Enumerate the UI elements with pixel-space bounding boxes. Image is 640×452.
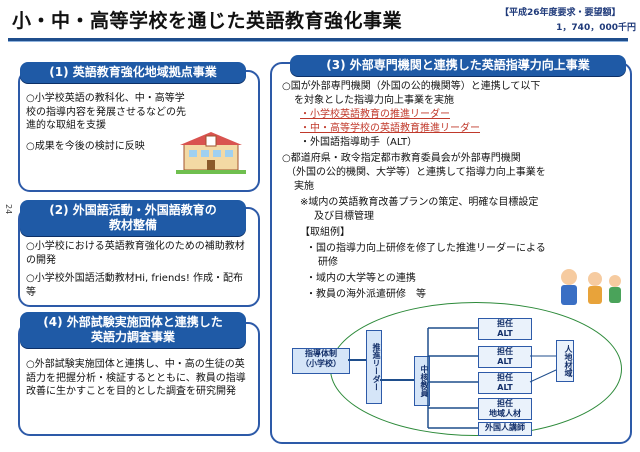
header-rule — [8, 38, 628, 41]
section1-item-2: ○成果を今後の検討に反映 — [26, 141, 145, 152]
side-page-mark: 24 — [4, 204, 13, 215]
section4-line-5: ・外国語指導助手（ALT） — [300, 137, 418, 148]
section4-line-4: ・中・高等学校の英語教育推進リーダー — [300, 123, 480, 134]
section4-line-10: 及び目標管理 — [314, 211, 374, 222]
section2-title-line1: (2) 外国語活動・外国語教育の — [49, 203, 217, 217]
header-rule-thin — [8, 41, 628, 42]
section4-line-7: （外国の公的機関、大学等）と連携して指導力向上事業を — [286, 167, 546, 178]
section4-line-2: を対象とした指導力向上事業を実施 — [294, 95, 454, 106]
diagram-box-1: 担任 ALT — [478, 318, 532, 340]
section1-item-1: ○小学校英語の教科化、中・高等学校の指導内容を発展させるなどの先進的な取組を支援 — [26, 93, 186, 131]
diagram-connectors — [348, 327, 557, 429]
section4-line-8: 実施 — [294, 181, 314, 192]
section4-line-9: ※域内の英語教育改善プランの策定、明確な目標設定 — [300, 197, 539, 208]
diagram-leader-box: 推進リーダー — [366, 330, 382, 404]
diagram-teacher-box: 中核教員 — [414, 356, 430, 406]
section2-item-2: ○小学校外国語活動教材Hi, friends! 作成・配布 等 — [26, 273, 263, 298]
budget-block: 【平成26年度要求・要望額】 1，740，000千円 — [500, 6, 636, 36]
diagram-box-2: 担任 ALT — [478, 346, 532, 368]
section3-title-line2: 英語力調査事業 — [90, 330, 175, 344]
section4-line-11: 【取組例】 — [300, 227, 350, 238]
budget-label: 【平成26年度要求・要望額】 — [500, 8, 621, 18]
page-title: 小・中・高等学校を通じた英語教育強化事業 — [12, 10, 403, 32]
section4-line-3: ・小学校英語教育の推進リーダー — [300, 109, 450, 120]
budget-amount: 1，740，000千円 — [556, 23, 636, 33]
school-building-illustration — [176, 132, 246, 174]
section1-title: (1) 英語教育強化地域拠点事業 — [20, 62, 246, 83]
section4-line-13: 研修 — [318, 257, 338, 268]
support-structure-diagram: 指導体制 （小学校） 推進リーダー 中核教員 担任 ALT 担任 ALT 担任 … — [290, 300, 622, 436]
diagram-box-4: 担任 地域人材 — [478, 398, 532, 420]
section2-title: (2) 外国語活動・外国語教育の 教材整備 — [20, 200, 246, 236]
section4-line-15: ・教員の海外派遣研修 等 — [306, 289, 426, 300]
people-illustration — [561, 269, 621, 305]
diagram-box-5: 外国人講師 — [478, 422, 532, 436]
section4-line-12: ・国の指導力向上研修を修了した推進リーダーによる — [306, 243, 546, 254]
section4-title: (3) 外部専門機関と連携した英語指導力向上事業 — [290, 55, 626, 76]
section4-line-6: ○都道府県・政令指定都市教育委員会が外部専門機関 — [282, 153, 521, 164]
section3-item-1: ○外部試験実施団体と連携し、中・高の生徒の英語力を把握分析・検証するとともに、教… — [26, 359, 246, 397]
section4-line-1: ○国が外部専門機関（外国の公的機関等）と連携して以下 — [282, 81, 541, 92]
diagram-system-box: 指導体制 （小学校） — [292, 348, 350, 374]
diagram-box-3: 担任 ALT — [478, 372, 532, 394]
section4-line-14: ・域内の大学等との連携 — [306, 273, 416, 284]
section3-title-line1: (4) 外部試験実施団体と連携した — [43, 315, 223, 329]
section2-item-1: ○小学校における英語教育強化のための補助教材の開発 — [26, 241, 245, 266]
section2-title-line2: 教材整備 — [108, 218, 157, 232]
diagram-side-label: 人地材域 — [556, 340, 574, 382]
section3-title: (4) 外部試験実施団体と連携した 英語力調査事業 — [20, 312, 246, 348]
